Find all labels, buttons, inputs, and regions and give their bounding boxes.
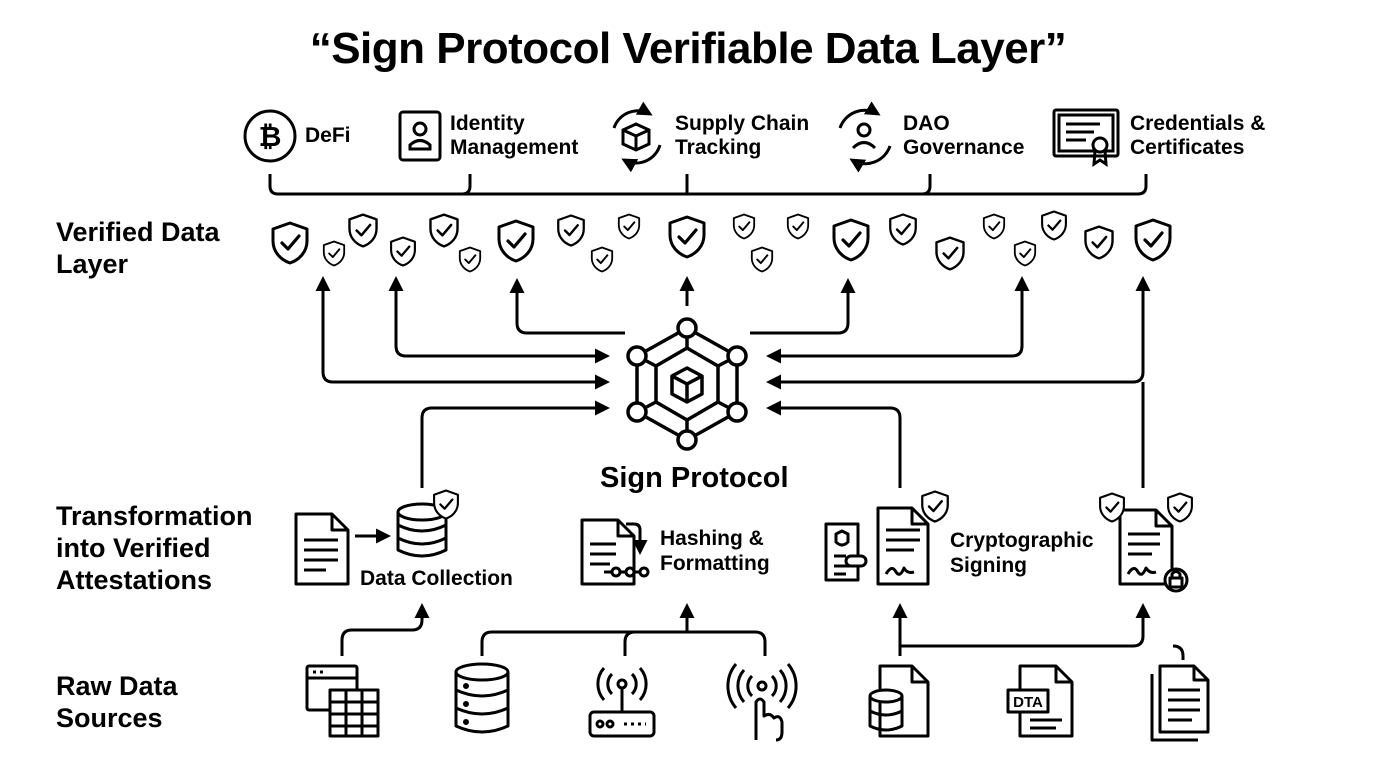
people-cycle-icon xyxy=(838,101,892,173)
left-hub-arrows xyxy=(315,276,610,488)
dta-file-icon: DTA xyxy=(1006,664,1074,738)
app-label-dao: DAO Governance xyxy=(903,112,1025,159)
step-label-signing: Cryptographic Signing xyxy=(950,529,1094,577)
shield-check-icon xyxy=(1013,240,1037,267)
app-label-defi: DeFi xyxy=(305,124,351,147)
network-cube-icon xyxy=(626,317,748,451)
shield-check-icon xyxy=(935,236,965,271)
dta-text: DTA xyxy=(1013,694,1043,711)
shield-check-icon xyxy=(668,215,706,259)
step-label-data-collection: Data Collection xyxy=(360,567,513,590)
shield-check-icon xyxy=(590,246,614,273)
locked-signed-document-icon xyxy=(1098,492,1194,593)
shield-check-icon xyxy=(348,213,378,248)
raw-layer-label: Raw Data Sources xyxy=(56,671,178,733)
shield-check-icon xyxy=(1084,225,1114,260)
shield-check-icon xyxy=(429,213,459,248)
router-icon xyxy=(588,667,656,738)
step-label-hashing: Hashing & Formatting xyxy=(660,527,770,575)
app-label-supply-chain: Supply Chain Tracking xyxy=(675,112,810,159)
shield-check-icon xyxy=(271,221,309,265)
spreadsheet-icon xyxy=(305,664,380,738)
shield-check-icon xyxy=(557,214,585,247)
bitcoin-icon: ₿ xyxy=(243,109,297,163)
shield-check-icon xyxy=(750,246,774,273)
shield-check-icon xyxy=(732,213,756,240)
shield-check-icon xyxy=(982,213,1006,240)
shield-check-icon xyxy=(1134,218,1172,262)
box-cycle-icon xyxy=(612,101,662,173)
shield-check-icon xyxy=(786,213,810,240)
documents-icon xyxy=(1150,664,1210,742)
application-bracket xyxy=(268,174,1148,194)
shield-check-icon xyxy=(889,213,917,246)
verified-layer-label: Verified Data Layer xyxy=(56,217,220,279)
database-icon xyxy=(454,662,510,734)
page-title: “Sign Protocol Verifiable Data Layer” xyxy=(309,24,1067,73)
hash-document-icon xyxy=(580,518,650,586)
certificate-icon xyxy=(1052,108,1120,167)
shield-check-icon xyxy=(389,236,417,267)
right-hub-arrows xyxy=(766,276,1151,488)
database-file-icon xyxy=(868,664,930,738)
app-label-credentials: Credentials & Certificates xyxy=(1130,112,1266,159)
app-label-identity: Identity Management xyxy=(450,112,579,159)
transformation-layer-label: Transformation into Verified Attestation… xyxy=(56,501,253,595)
raw-to-step-arrows xyxy=(340,603,1185,660)
id-card-icon xyxy=(398,110,442,162)
shield-check-icon xyxy=(1040,210,1068,241)
shield-check-icon xyxy=(322,240,346,267)
signed-document-icon xyxy=(824,490,949,586)
shield-check-icon xyxy=(497,219,535,263)
hub-label: Sign Protocol xyxy=(600,462,789,494)
shield-check-icon xyxy=(458,246,482,273)
svg-text:₿: ₿ xyxy=(259,120,282,153)
shield-check-icon xyxy=(832,218,870,262)
document-to-database-icon xyxy=(294,489,460,586)
touch-sensor-icon xyxy=(726,663,798,742)
shield-check-icon xyxy=(617,213,641,240)
verified-shields xyxy=(271,210,1172,273)
